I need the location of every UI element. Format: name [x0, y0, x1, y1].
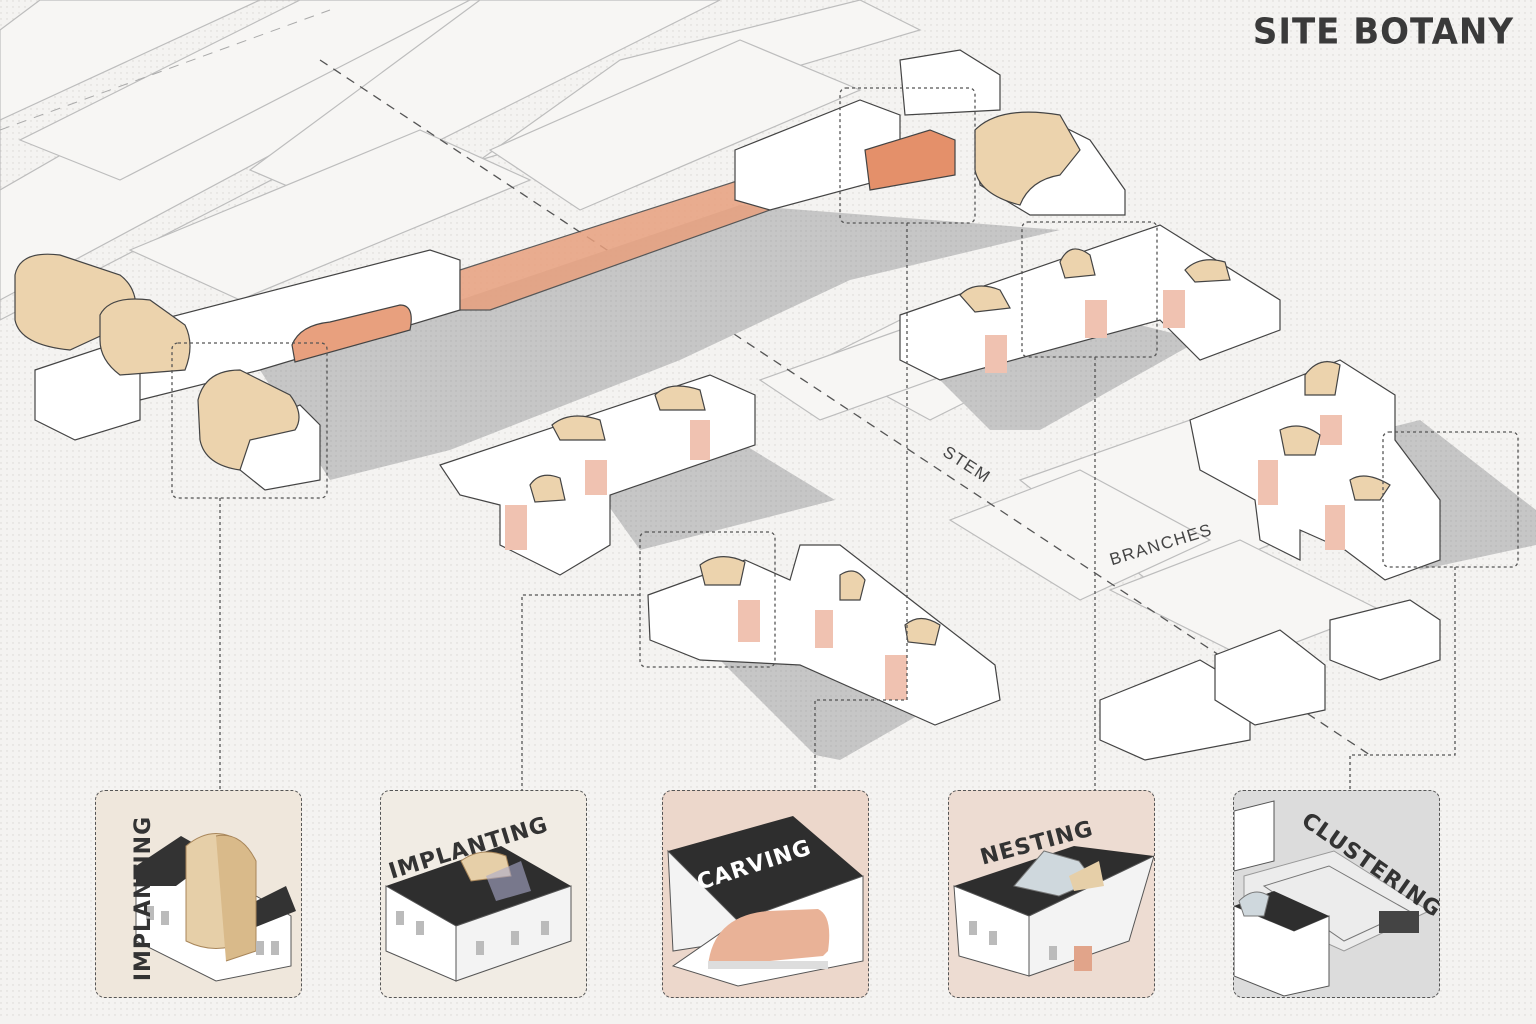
- leader-lines: [219, 223, 1456, 790]
- panel-carving: CARVING: [662, 790, 869, 998]
- panel-label-implanting-1: IMPLANTING: [131, 815, 157, 982]
- panel-nesting: NESTING: [948, 790, 1155, 998]
- page-title: SITE BOTANY: [1252, 11, 1514, 53]
- panel-implanting-2: IMPLANTING: [380, 790, 587, 998]
- ne-courtyard-block: [899, 111, 1281, 381]
- stem-centerline: [319, 59, 1371, 756]
- implanting-1-illustration: [135, 833, 296, 982]
- panel-implanting-1: IMPLANTING: [95, 790, 302, 998]
- carving-illustration: [667, 816, 864, 987]
- west-implant-cluster: [14, 253, 321, 491]
- nesting-illustration: [953, 846, 1154, 977]
- panel-clustering: CLUSTERING: [1233, 790, 1440, 998]
- south-courtyard-block: [647, 544, 1001, 726]
- east-courtyard-block: [1189, 359, 1441, 581]
- implanting-2-illustration: [385, 846, 572, 982]
- central-courtyard-block: [439, 374, 756, 576]
- road-grid: [0, 0, 1382, 661]
- north-building: [119, 49, 1001, 401]
- callout-boxes: [171, 87, 1519, 668]
- clustering-illustration: [1234, 800, 1431, 997]
- southeast-row: [1099, 599, 1441, 761]
- road-centerline: [0, 9, 331, 131]
